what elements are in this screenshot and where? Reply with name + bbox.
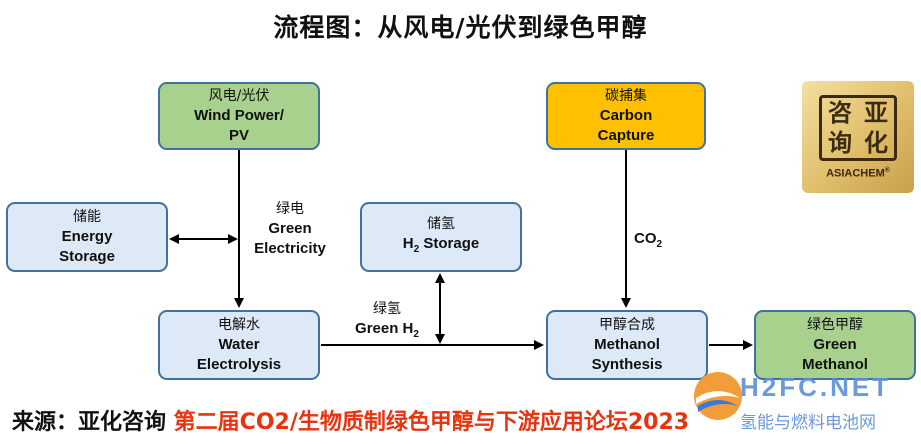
- diagram-title: 流程图：从风电/光伏到绿色甲醇: [273, 13, 648, 42]
- source-citation: 来源：亚化咨询 第二届CO2/生物质制绿色甲醇与下游应用论坛2023: [12, 410, 690, 435]
- edge-label-green-electricity: 绿电 Green Electricity: [254, 201, 326, 257]
- h2fc-brand: H2FC.NET: [740, 372, 892, 402]
- node-carbon-capture: 碳捕集 Carbon Capture: [546, 82, 706, 150]
- node-label-zh: 储氢: [427, 216, 455, 232]
- node-green-methanol: 绿色甲醇 Green Methanol: [754, 310, 916, 380]
- node-label-en: Energy: [61, 228, 113, 245]
- h2fc-subtitle: 氢能与燃料电池网: [740, 413, 876, 433]
- node-label-en: Water: [218, 336, 260, 353]
- h2fc-logo-icon: [694, 372, 742, 420]
- asiachem-logo-name: ASIACHEM®: [826, 166, 890, 180]
- node-label-en: Storage: [59, 248, 115, 265]
- node-label-zh: 电解水: [218, 317, 260, 333]
- node-label-zh: 碳捕集: [605, 88, 647, 104]
- node-label-zh: 储能: [73, 209, 101, 225]
- node-label-en: Capture: [597, 127, 655, 144]
- node-label-en: Synthesis: [591, 356, 663, 373]
- node-label-en: Carbon: [599, 107, 653, 124]
- h2fc-watermark: H2FC.NET 氢能与燃料电池网: [690, 360, 918, 440]
- node-label-en: Methanol: [594, 336, 660, 353]
- node-label-zh: 甲醇合成: [599, 317, 655, 333]
- edge-label-co2: CO2: [634, 230, 663, 250]
- asiachem-logo: 咨亚 询化 ASIACHEM®: [802, 81, 914, 193]
- node-label-en: H2 Storage: [402, 235, 480, 255]
- edge-label-green-h2: 绿氢 Green H2: [355, 301, 419, 340]
- node-water-electrolysis: 电解水 Water Electrolysis: [158, 310, 320, 380]
- node-label-en: Wind Power/: [194, 107, 284, 124]
- node-label-en: Electrolysis: [196, 356, 282, 373]
- node-label-en: PV: [228, 127, 249, 144]
- node-methanol-synthesis: 甲醇合成 Methanol Synthesis: [546, 310, 708, 380]
- node-wind-power-pv: 风电/光伏 Wind Power/ PV: [158, 82, 320, 150]
- node-label-en: Methanol: [802, 356, 868, 373]
- node-energy-storage: 储能 Energy Storage: [6, 202, 168, 272]
- node-h2-storage: 储氢 H2 Storage: [360, 202, 522, 272]
- node-label-zh: 绿色甲醇: [807, 317, 863, 333]
- node-label-zh: 风电/光伏: [208, 88, 270, 104]
- node-label-en: Green: [813, 336, 857, 353]
- asiachem-logo-mark: 咨亚 询化: [819, 94, 897, 161]
